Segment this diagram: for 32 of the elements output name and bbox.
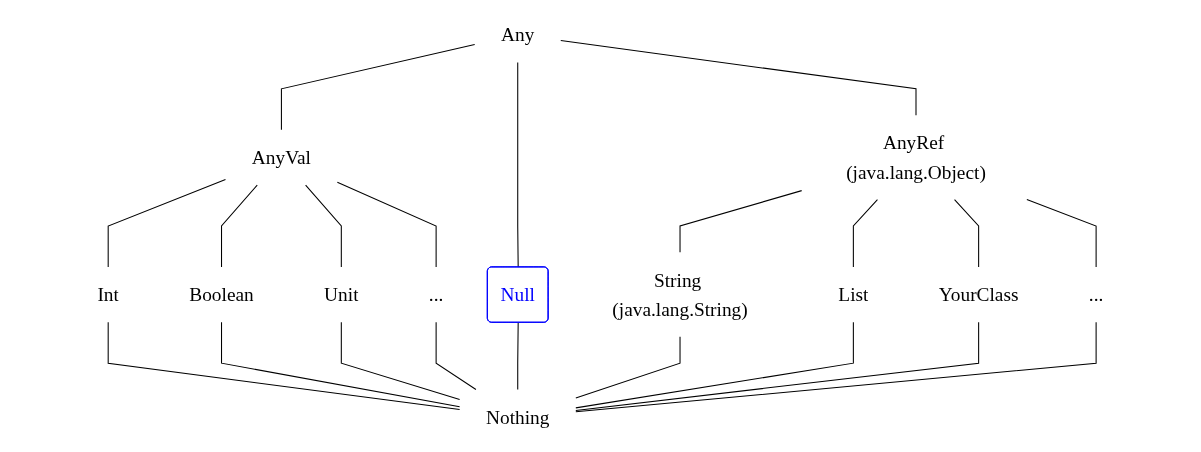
node-text: Boolean: [189, 283, 254, 306]
connector: [336, 181, 437, 268]
connector: [575, 321, 980, 411]
connector: [679, 190, 803, 253]
connector: [221, 184, 258, 268]
connector: [852, 199, 879, 268]
node-text: Any: [501, 23, 535, 46]
connector: [107, 179, 227, 268]
node-text: AnyVal: [251, 146, 312, 169]
connector: [1026, 199, 1097, 268]
node-text: AnyRef (java.lang.Object): [846, 131, 986, 183]
connector: [435, 321, 477, 391]
connector: [281, 44, 476, 131]
connector: [517, 61, 519, 268]
connector: [107, 321, 461, 411]
node-text: List: [838, 283, 869, 306]
node-text: YourClass: [938, 283, 1019, 306]
connector: [305, 184, 342, 268]
connector: [575, 336, 681, 399]
connector: [517, 322, 519, 391]
node-text: ...: [1088, 283, 1104, 306]
connector: [575, 321, 1097, 413]
node-text: Int: [97, 283, 120, 306]
connector: [575, 321, 854, 409]
node-text: Unit: [324, 283, 359, 306]
node-text: Nothing: [486, 406, 550, 429]
connector: [560, 40, 917, 116]
node-text: ...: [428, 283, 444, 306]
connector: [954, 199, 980, 268]
connector: [221, 321, 461, 408]
node-text: String (java.lang.String): [612, 269, 748, 321]
connector: [340, 321, 461, 400]
